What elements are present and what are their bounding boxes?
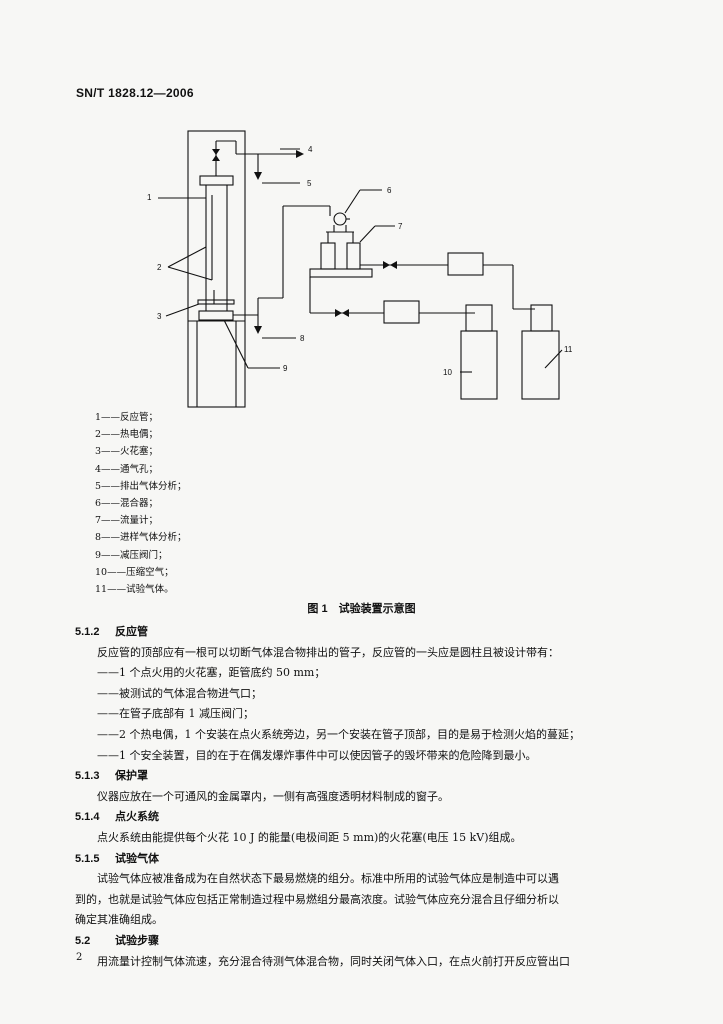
reducer-lower — [383, 300, 420, 324]
legend-item: 11——试验气体。 — [95, 584, 174, 596]
list-item: ——被测试的气体混合物进气口； — [97, 686, 262, 700]
legend-item: 6——混合器； — [95, 498, 159, 510]
callout-8: 8 — [300, 334, 305, 343]
vent-arrow — [296, 150, 304, 158]
flowmeter-right — [346, 242, 361, 270]
legend-item: 7——流量计； — [95, 515, 159, 527]
list-item: ——在管子底部有 1 减压阀门； — [97, 707, 254, 721]
callout-6: 6 — [387, 186, 392, 195]
reducer-upper — [447, 252, 484, 276]
vent-valve-top — [212, 149, 220, 155]
tube-bottom-flange — [198, 310, 234, 321]
mixer — [333, 212, 347, 226]
callout-4: 4 — [308, 145, 313, 154]
callout-10: 10 — [443, 368, 452, 377]
tube-top-flange — [199, 175, 234, 186]
list-item: ——1 个安全装置，目的在于在偶发爆炸事件中可以使因管子的毁坏带来的危险降到最小… — [97, 748, 537, 762]
callout-1: 1 — [147, 193, 152, 202]
figure-legend: 1——反应管； 2——热电偶； 3——火花塞； 4——通气孔； 5——排出气体分… — [95, 409, 187, 598]
legend-item: 10——压缩空气； — [95, 566, 174, 578]
legend-item: 4——通气孔； — [95, 463, 159, 475]
paragraph-line: 到的，也就是试验气体应包括正常制造过程中易燃组分最高浓度。试验气体应充分混合且仔… — [75, 892, 559, 906]
valve-lower — [335, 309, 342, 317]
cylinder-compressed-air — [460, 330, 498, 400]
spark-plug — [197, 299, 235, 305]
standard-code: SN/T 1828.12—2006 — [76, 86, 194, 100]
list-item: ——1 个点火用的火花塞，距管底约 50 mm； — [97, 666, 326, 680]
legend-item: 9——减压阀门； — [95, 549, 168, 561]
flowmeter-base — [309, 268, 373, 278]
callout-7: 7 — [398, 222, 403, 231]
paragraph-line: 确定其准确组成。 — [75, 913, 163, 927]
paragraph: 用流量计控制气体流速，充分混合待测气体混合物，同时关闭气体入口，在点火前打开反应… — [97, 954, 570, 968]
paragraph-line: 试验气体应被准备成为在自然状态下最易燃烧的组分。标准中所用的试验气体应是制造中可… — [97, 872, 559, 886]
callout-9: 9 — [283, 364, 288, 373]
callout-11: 11 — [564, 345, 573, 354]
sample-arrow — [254, 326, 262, 334]
valve-upper — [383, 261, 390, 269]
callout-3: 3 — [157, 312, 162, 321]
legend-item: 1——反应管； — [95, 412, 159, 423]
exhaust-arrow — [254, 172, 262, 180]
page-number: 2 — [76, 952, 83, 963]
paragraph: 反应管的顶部应有一根可以切断气体混合物排出的管子，反应管的一头应是圆柱且被设计带… — [97, 645, 559, 659]
paragraph: 仪器应放在一个可通风的金属罩内，一侧有高强度透明材料制成的窗子。 — [97, 789, 449, 803]
hood-frame — [187, 130, 246, 408]
legend-item: 2——热电偶； — [95, 429, 159, 441]
cylinder-test-gas — [521, 330, 560, 400]
legend-item: 5——排出气体分析； — [95, 480, 187, 492]
flowmeter-left — [320, 242, 336, 270]
cylinder-valve-air — [465, 304, 493, 332]
paragraph: 点火系统由能提供每个火花 10 J 的能量(电极间距 5 mm)的火花塞(电压 … — [97, 830, 522, 844]
apparatus-diagram: 1 2 3 4 5 6 7 8 9 10 11 — [147, 130, 573, 408]
legend-item: 3——火花塞； — [95, 446, 159, 458]
list-item: ——2 个热电偶，1 个安装在点火系统旁边，另一个安装在管子顶部，目的是易于检测… — [97, 727, 580, 741]
callout-5: 5 — [307, 179, 312, 188]
figure-caption: 图 1 试验装置示意图 — [307, 603, 416, 615]
legend-item: 8——进样气体分析； — [95, 532, 187, 544]
callout-2: 2 — [157, 263, 162, 272]
